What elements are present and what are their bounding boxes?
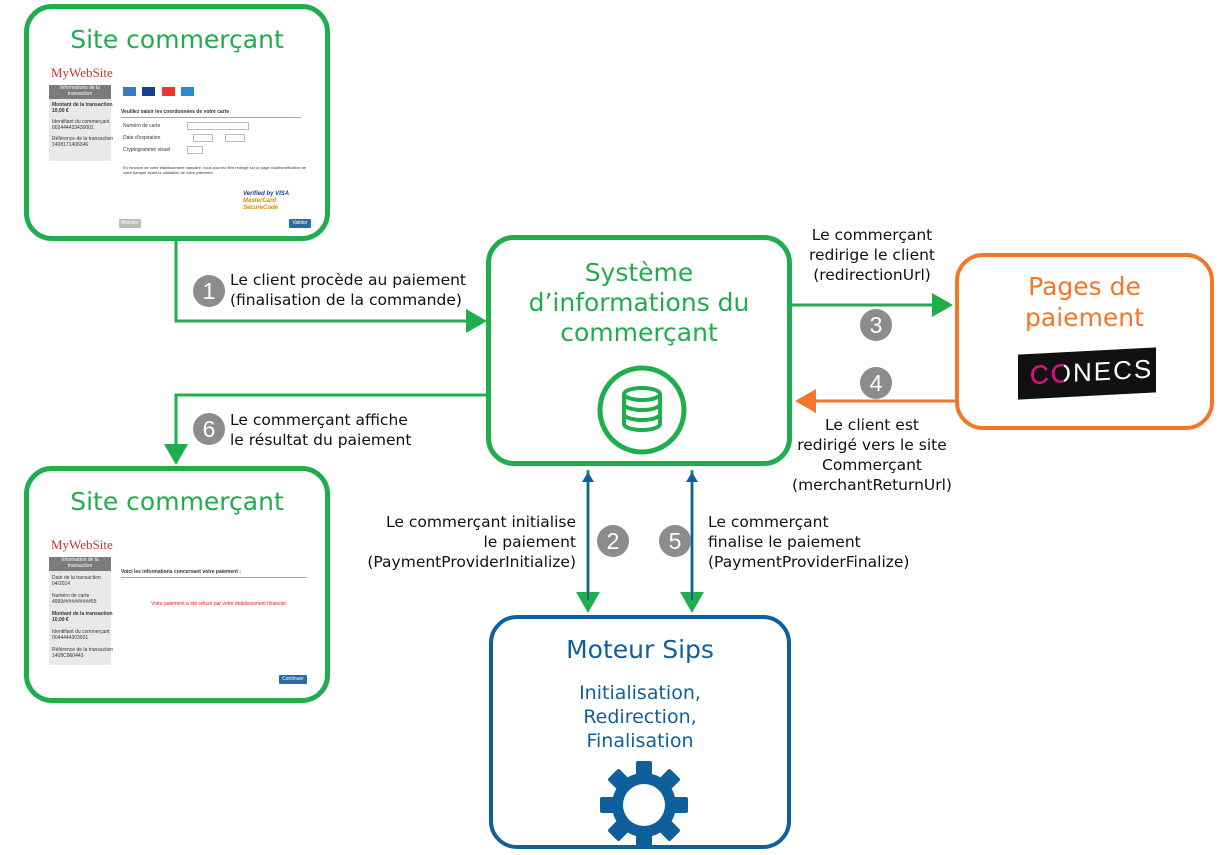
sidebar-line: Montant de la transaction [52,102,113,108]
database-icon [597,365,687,455]
sidebar-line: 002444433430001 [52,125,94,131]
sidebar-line: Numéro de carte [52,593,90,599]
payment-pages: Pages de paiement CONECS CONECS [955,253,1214,430]
sips-engine: Moteur Sips Initialisation, Redirection,… [489,615,791,849]
step-4-badge: 4 [860,367,892,399]
cvv-input[interactable] [187,146,203,154]
sidebar-line: 10,00 € [52,617,69,623]
continue-button[interactable]: Continuer [279,675,307,684]
verified-by-visa-logo: Verified by VISA MasterCard SecureCode [243,191,290,211]
step-1-badge: 1 [193,275,225,307]
sidebar-line: Référence de la transaction [52,136,114,142]
transaction-sidebar: Information de la transaction Date de la… [49,557,114,665]
payment-pages-title: Pages de paiement [1025,272,1144,332]
card-number-input[interactable] [187,122,249,130]
expiry-year-select[interactable] [225,134,245,142]
card-logos [123,83,195,101]
transaction-sidebar: Informations de la transaction Montant d… [49,85,114,161]
merchant-system-title: Système d’informations du commerçant [528,258,750,347]
form-divider [121,117,301,118]
submit-button[interactable]: Valider [289,219,311,228]
cancel-button[interactable]: Annuler [119,219,141,228]
step-2-badge: 2 [597,525,629,557]
bank-notice: En fonction de votre établissement banca… [123,165,307,175]
merchant-site-top-title: Site commerçant [70,25,284,54]
sidebar-line: Montant de la transaction [52,611,113,617]
result-heading: Voici les informations concernant votre … [121,569,241,575]
arrow-step-6 [164,393,490,465]
field-label: Numéro de carte [123,123,161,129]
result-divider [121,577,307,578]
sidebar-line: Identifiant du commerçant [52,119,110,125]
step-3-badge: 3 [860,309,892,341]
sidebar-line: 1408171406346 [52,142,89,148]
step-1-label: Le client procède au paiement(finalisati… [230,271,467,309]
conecs-logo: CONECS CONECS [1018,347,1156,400]
field-label: Cryptogramme visuel [123,147,171,153]
sidebar-line: 04/2014 [52,581,71,587]
gear-icon [600,761,688,849]
merchant-information-system: Système d’informations du commerçant [486,235,792,466]
step-6-badge: 6 [193,413,225,445]
sidebar-header: Informations de la transaction [49,85,111,99]
expiry-month-select[interactable] [193,134,213,142]
result-message: Votre paiement a été refusé par votre ét… [151,601,288,607]
sidebar-line: 10,00 € [52,108,69,114]
function-line: Redirection, [583,706,697,728]
form-title: Veuillez saisir les coordonnées de votre… [121,109,230,115]
merchant-site-bottom-title: Site commerçant [70,487,284,516]
merchant-site-top: Site commerçant MyWebSite Informations d… [24,4,330,241]
sidebar-line: 0044444303001 [52,635,89,641]
sips-engine-functions: Initialisation, Redirection, Finalisatio… [493,681,787,753]
payment-form-screenshot: MyWebSite Informations de la transaction… [43,61,313,233]
sidebar-line: 1408C960443 [52,653,84,659]
arrow-step-1 [174,240,487,333]
brand-logo: MyWebSite [51,65,113,80]
brand-logo: MyWebSite [51,537,113,552]
merchant-site-bottom: Site commerçant MyWebSite Information de… [24,466,330,703]
sidebar-line: Identifiant du commerçant [52,629,110,635]
sidebar-line: Date de la transaction [52,575,101,581]
field-label: Date d'expiration [123,135,161,141]
step-5-badge: 5 [659,525,691,557]
sidebar-line: Référence de la transaction [52,647,114,653]
function-line: Initialisation, [579,682,701,704]
sidebar-header: Information de la transaction [49,557,111,571]
sips-engine-title: Moteur Sips [566,635,714,664]
function-line: Finalisation [586,730,694,752]
sidebar-line: 4999##########55 [52,599,97,605]
payment-result-screenshot: MyWebSite Information de la transaction … [43,533,313,693]
